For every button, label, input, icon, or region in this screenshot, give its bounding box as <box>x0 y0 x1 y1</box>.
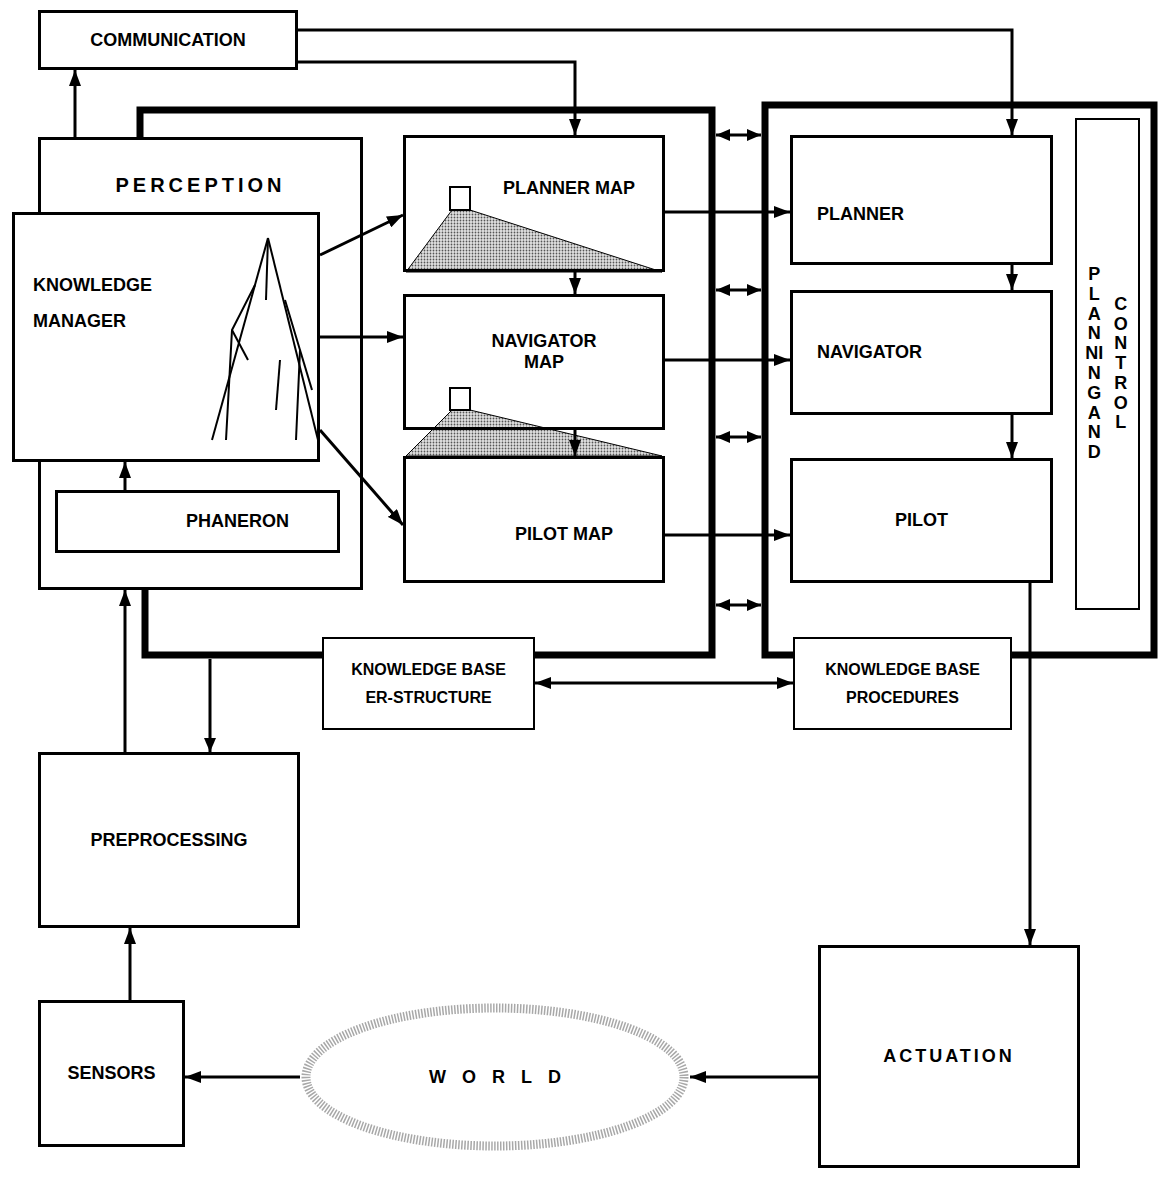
connector-arrow <box>535 682 793 685</box>
data-bus <box>765 105 1154 655</box>
knowledge-base-box: KNOWLEDGE BASE ER-STRUCTURE <box>322 637 535 730</box>
process-box: PLANNER <box>790 135 1053 265</box>
node-label: PILOT MAP <box>515 524 613 545</box>
node-label: NAVIGATOR MAP <box>479 331 609 372</box>
group-box: KNOWLEDGE MANAGERPHANERONPERCEPTION <box>38 137 363 590</box>
map-wedge <box>406 410 662 456</box>
connector-arrow <box>298 30 1012 135</box>
module-box: PREPROCESSING <box>38 752 300 928</box>
connector-arrow <box>129 928 132 1000</box>
bus-link-arrow <box>716 289 761 292</box>
tree-branch <box>226 285 255 440</box>
data-bus <box>145 590 322 655</box>
tree-branch <box>212 238 268 440</box>
node-label: PERCEPTION <box>115 174 285 197</box>
bus-link-arrow <box>716 436 761 439</box>
tree-branch <box>232 330 248 360</box>
connector-arrow <box>185 1076 300 1079</box>
connector-arrow <box>665 534 790 537</box>
knowledge-base-box: KNOWLEDGE BASE PROCEDURES <box>793 637 1012 730</box>
vertical-band: PLANNING AND CONTROL <box>1075 118 1140 610</box>
node-label: COMMUNICATION <box>90 30 246 51</box>
tree-branch <box>266 238 268 300</box>
connector-arrow <box>124 590 127 752</box>
map-box: PILOT MAP <box>403 456 665 583</box>
node-label: PLANNER <box>817 204 904 225</box>
node-label: KNOWLEDGE BASE ER-STRUCTURE <box>341 656 516 710</box>
world-ellipse-shape <box>306 1008 684 1146</box>
node-label: PHANERON <box>186 511 289 532</box>
tree-branch <box>300 350 312 390</box>
bus-arrow <box>209 659 212 752</box>
node-label: KNOWLEDGE MANAGER <box>33 267 198 339</box>
map-box: PLANNER MAP <box>403 135 665 272</box>
module-box: SENSORS <box>38 1000 185 1147</box>
connector-arrow <box>74 70 77 137</box>
node-label: PLANNER MAP <box>503 178 635 199</box>
bus-link-arrow <box>716 604 761 607</box>
node-label: PILOT <box>895 510 948 531</box>
connector-arrow <box>124 462 127 490</box>
connector-arrow <box>1029 583 1032 945</box>
connector-arrow <box>574 430 577 456</box>
module-box: COMMUNICATION <box>38 10 298 70</box>
node-label: CONTROL <box>1112 295 1130 434</box>
knowledge-tree <box>15 215 317 459</box>
bus-link-arrow <box>716 134 761 137</box>
process-box: NAVIGATOR <box>790 290 1053 415</box>
node-label: NAVIGATOR <box>817 342 922 363</box>
connector-arrow <box>665 211 790 214</box>
connector-arrow <box>574 272 577 294</box>
module-box: ACTUATION <box>818 945 1080 1168</box>
tree-branch <box>276 360 280 410</box>
connector-arrow <box>298 62 575 135</box>
world-ellipse: WORLD <box>300 1002 690 1152</box>
module-box: PHANERON <box>55 490 340 553</box>
connector-arrow <box>690 1076 818 1079</box>
tree-branch <box>268 238 317 440</box>
map-wedge-tab <box>450 388 470 410</box>
node-label: ACTUATION <box>883 1046 1015 1067</box>
map-box: NAVIGATOR MAP <box>403 294 665 430</box>
tree-branch <box>285 300 300 440</box>
node-label: PLANNING AND <box>1085 265 1103 463</box>
process-box: PILOT <box>790 458 1053 583</box>
map-wedge-tab <box>450 187 470 210</box>
connector-arrow <box>1011 265 1014 290</box>
connector-arrow <box>1011 415 1014 458</box>
connector-arrow <box>665 359 790 362</box>
node-label: SENSORS <box>67 1063 155 1084</box>
module-box: KNOWLEDGE MANAGER <box>12 212 320 462</box>
node-label: WORLD <box>413 1067 577 1088</box>
node-label: PREPROCESSING <box>90 830 247 851</box>
map-wedge <box>406 210 662 272</box>
node-label: KNOWLEDGE BASE PROCEDURES <box>815 656 990 710</box>
